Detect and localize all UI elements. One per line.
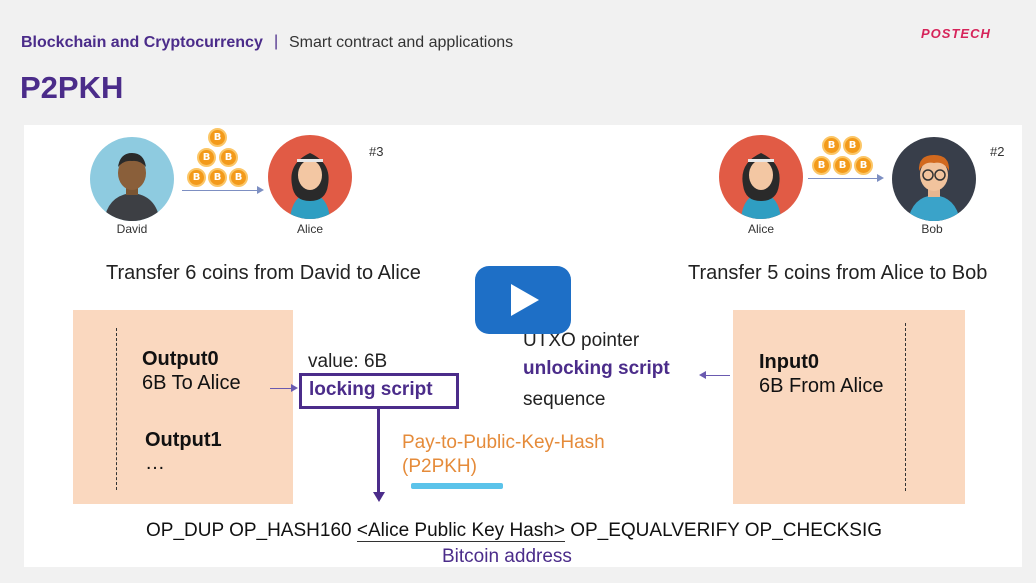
bitcoin-icon: B (833, 156, 852, 175)
output-value: value: 6B (308, 351, 388, 372)
p2pkh-name: Pay-to-Public-Key-Hash (402, 432, 605, 453)
arrow-right-icon (257, 186, 264, 194)
bitcoin-icon: B (197, 148, 216, 167)
bitcoin-address-label: Bitcoin address (442, 546, 572, 567)
locking-script-box (299, 373, 459, 409)
transaction-badge-right: #2 (990, 144, 1005, 159)
alice-avatar (719, 135, 803, 219)
slide-content: David B B B B B B Alice #3 Transfer 6 co… (24, 125, 1022, 567)
arrow-right-icon (877, 174, 884, 182)
page-title: P2PKH (20, 70, 124, 105)
coin-stack-left: B B B B B B (187, 128, 260, 190)
output-arrow (270, 388, 292, 389)
script-part1: OP_DUP OP_HASH160 (146, 520, 357, 541)
sequence-label: sequence (523, 389, 606, 410)
locking-script-arrow (377, 409, 380, 493)
bitcoin-icon: B (822, 136, 841, 155)
video-play-button[interactable] (475, 266, 571, 334)
p2pkh-abbrev: (P2PKH) (402, 456, 477, 477)
bob-name: Bob (921, 222, 943, 236)
transfer-caption-left: Transfer 6 coins from David to Alice (106, 262, 421, 284)
input-box (733, 310, 965, 504)
slide-header: Blockchain and Cryptocurrency | Smart co… (0, 0, 1036, 120)
header-separator: | (274, 33, 279, 50)
arrow-right-icon (291, 384, 298, 392)
locking-script-label: locking script (309, 379, 433, 400)
bitcoin-icon: B (229, 168, 248, 187)
transfer-arrow-left (182, 190, 258, 191)
bob-avatar (892, 137, 976, 221)
alice-name-right: Alice (747, 222, 774, 236)
script-part2: OP_EQUALVERIFY OP_CHECKSIG (564, 520, 883, 541)
input0-desc: 6B From Alice (759, 375, 884, 397)
alice-avatar (268, 135, 352, 219)
p2pkh-highlight (411, 483, 503, 489)
utxo-pointer: UTXO pointer (523, 330, 640, 351)
bitcoin-icon: B (208, 168, 227, 187)
arrow-left-icon (699, 371, 706, 379)
transfer-arrow-right (808, 178, 878, 179)
unlocking-script-label: unlocking script (523, 358, 670, 379)
output1-desc: … (145, 452, 165, 474)
input-divider (905, 323, 906, 491)
course-title: Blockchain and Cryptocurrency (21, 34, 263, 51)
brand-logo: POSTECH (921, 26, 991, 41)
bitcoin-icon: B (812, 156, 831, 175)
input-arrow (706, 375, 730, 376)
alice-name-left: Alice (296, 222, 323, 236)
arrow-down-icon (373, 492, 385, 502)
transaction-badge-left: #3 (369, 144, 384, 159)
output0-desc: 6B To Alice (142, 372, 241, 394)
bitcoin-icon: B (219, 148, 238, 167)
david-avatar (90, 137, 174, 221)
output-divider (116, 328, 117, 490)
play-icon (511, 284, 539, 316)
output1-label: Output1 (145, 429, 222, 451)
transfer-caption-right: Transfer 5 coins from Alice to Bob (688, 262, 988, 284)
input0-label: Input0 (759, 351, 819, 373)
output-box (73, 310, 293, 504)
public-key-hash: <Alice Public Key Hash> (356, 520, 565, 542)
coin-stack-right: B B B B B (812, 136, 884, 198)
output0-label: Output0 (142, 348, 219, 370)
bitcoin-icon: B (208, 128, 227, 147)
bitcoin-icon: B (843, 136, 862, 155)
locking-script-code: OP_DUP OP_HASH160 <Alice Public Key Hash… (146, 520, 882, 542)
bitcoin-icon: B (187, 168, 206, 187)
david-name: David (116, 222, 148, 236)
bitcoin-icon: B (854, 156, 873, 175)
lecture-topic: Smart contract and applications (289, 34, 514, 51)
